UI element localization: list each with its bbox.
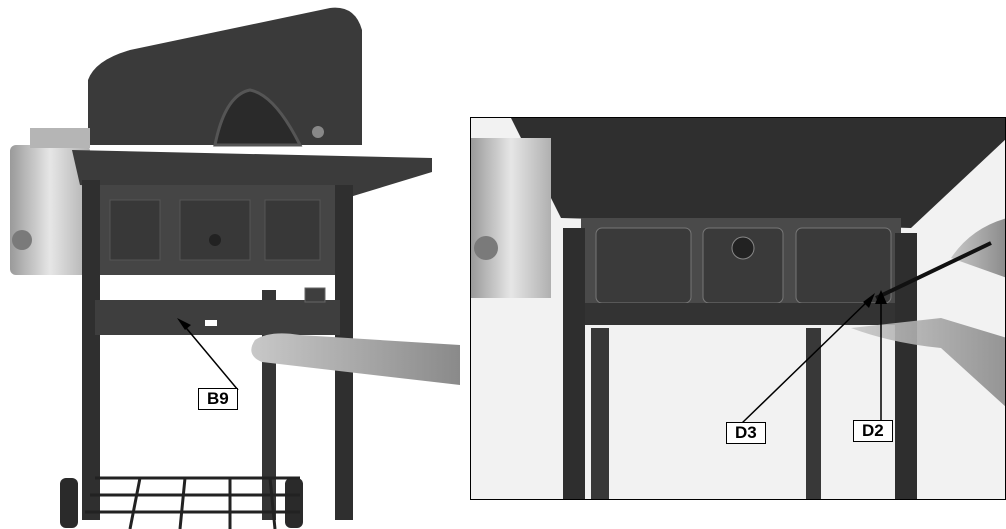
grill-body [471, 138, 551, 298]
wheel-right [285, 478, 303, 528]
callout-b9: B9 [198, 388, 238, 410]
callout-d3: D3 [726, 422, 766, 444]
crossbar [566, 303, 911, 325]
hand-arm [251, 333, 460, 385]
wheel-left [60, 478, 78, 528]
shelf-underside [511, 118, 1005, 228]
arrow-b9 [177, 318, 191, 330]
screwdriver [875, 241, 992, 300]
grill-underside-illustration [471, 118, 1005, 499]
grill-lid [88, 7, 362, 147]
bottom-shelf-grid [85, 476, 300, 529]
leg-left [82, 180, 100, 520]
right-figure-panel: D3 D2 [470, 117, 1006, 500]
grill-side-illustration [10, 7, 460, 529]
callout-d2: D2 [853, 420, 893, 442]
leg-left [563, 228, 585, 499]
left-figure-panel: B9 [0, 0, 460, 529]
arrow-d3 [863, 293, 875, 308]
arrow-d2 [875, 290, 887, 304]
leg-right [895, 233, 917, 499]
leader-line-d3 [740, 297, 872, 425]
leader-line-b9 [181, 322, 239, 391]
bracket-b9 [95, 300, 340, 335]
